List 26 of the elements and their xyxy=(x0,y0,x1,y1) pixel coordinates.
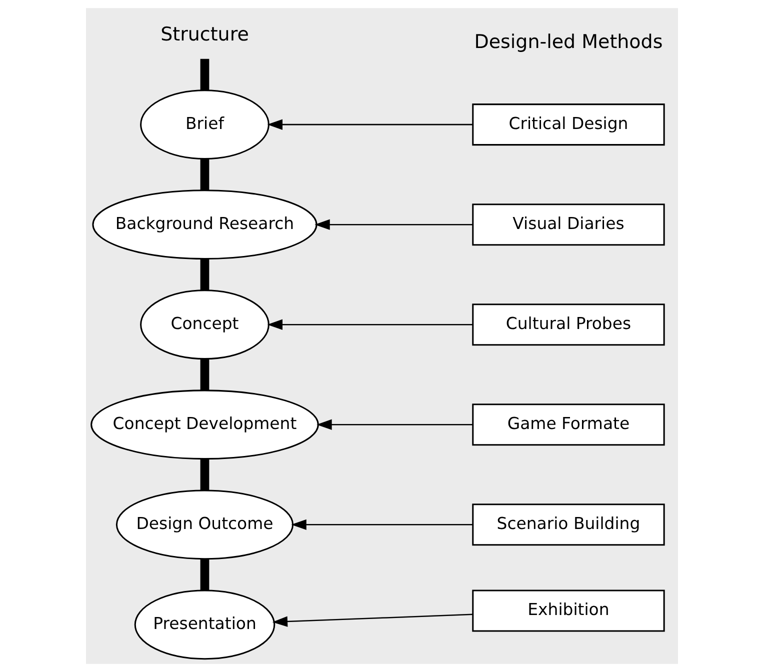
node-text: Structure xyxy=(160,23,249,46)
node-box: Critical Design xyxy=(472,104,665,146)
node-ellipse: Design Outcome xyxy=(116,490,294,560)
node-box: Visual Diaries xyxy=(472,204,665,246)
node-ellipse: Brief xyxy=(140,90,270,160)
arrow xyxy=(267,319,473,330)
arrow xyxy=(272,614,473,627)
connector xyxy=(200,459,210,490)
arrow xyxy=(291,519,473,530)
node-box: Scenario Building xyxy=(472,504,665,546)
node-ellipse: Presentation xyxy=(134,590,276,660)
connector xyxy=(200,258,210,290)
node-ellipse: Background Research xyxy=(92,190,318,260)
label: Design-led Methods xyxy=(474,30,663,53)
node-box: Cultural Probes xyxy=(472,304,665,346)
node-box: Game Formate xyxy=(472,404,665,446)
node-box: Exhibition xyxy=(472,590,665,632)
arrow xyxy=(314,219,473,230)
arrow xyxy=(267,119,473,130)
connector xyxy=(200,559,210,590)
node-ellipse: Concept xyxy=(140,290,270,360)
arrow xyxy=(316,419,473,430)
connector xyxy=(200,358,210,390)
connector xyxy=(200,158,210,190)
node-ellipse: Concept Development xyxy=(90,390,319,460)
connector xyxy=(200,58,210,90)
